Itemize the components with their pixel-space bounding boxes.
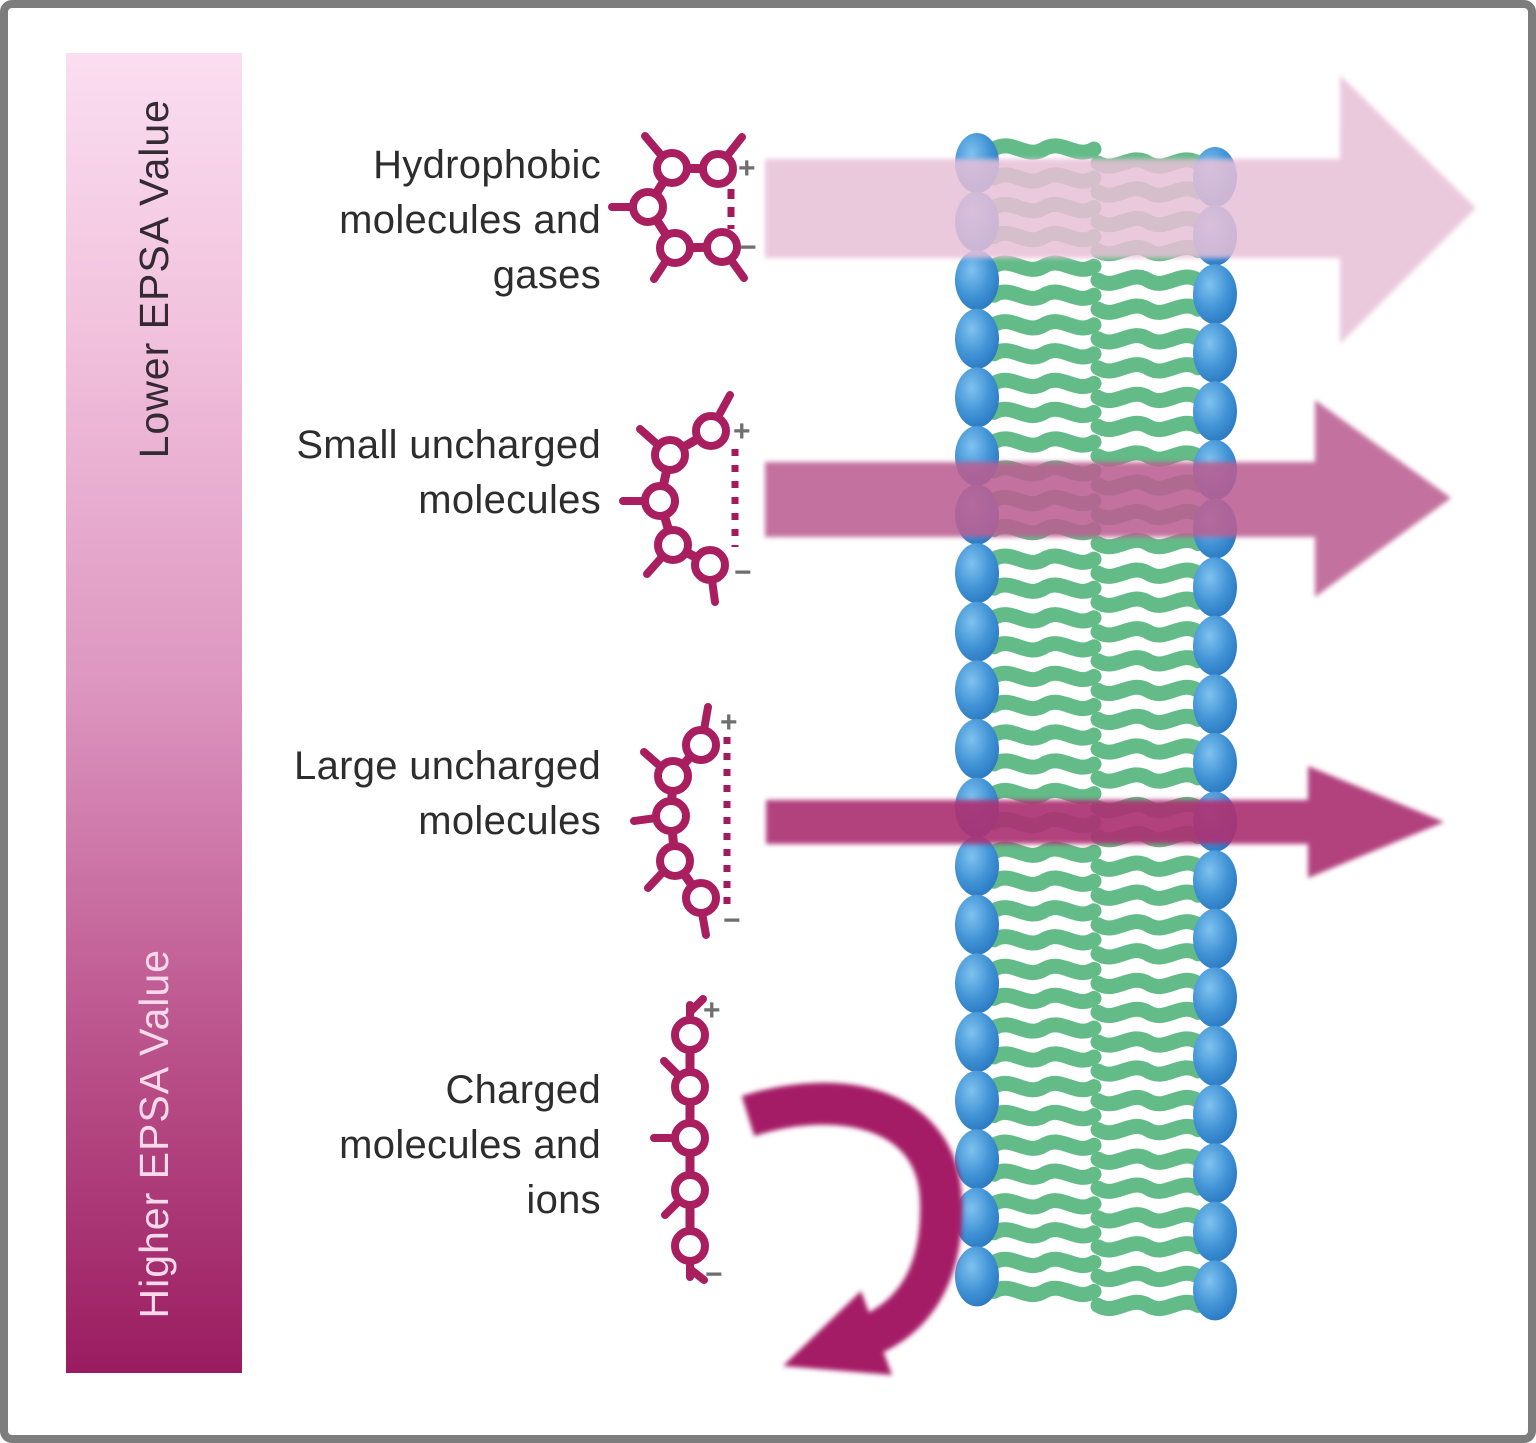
row-label-small-uncharged: Small uncharged molecules xyxy=(296,423,601,522)
molecule-hydrophobic-icon: + − xyxy=(608,132,757,283)
plus-sign: + xyxy=(733,415,751,448)
membrane-right-leaflet xyxy=(1098,147,1237,1320)
molecule-large-uncharged-icon: + − xyxy=(630,703,741,939)
minus-sign: − xyxy=(734,556,752,589)
membrane-bilayer xyxy=(955,133,1237,1320)
arrow-hydrophobic-permeation xyxy=(765,75,1476,344)
diagram-canvas: + − + − + − xyxy=(608,75,1476,1375)
molecule-small-uncharged-icon: + − xyxy=(619,391,752,606)
minus-sign: − xyxy=(705,1258,723,1291)
epsa-gradient-bar xyxy=(66,53,242,1373)
arrow-charged-blocked xyxy=(741,1082,963,1375)
plus-sign: + xyxy=(720,706,738,739)
row-label-hydrophobic: Hydrophobic molecules and gases xyxy=(339,143,601,297)
row-label-large-uncharged: Large uncharged molecules xyxy=(294,744,601,843)
molecule-charged-icon: + − xyxy=(650,994,723,1291)
membrane-left-leaflet xyxy=(955,133,1094,1306)
plus-sign: + xyxy=(703,994,721,1027)
arrow-small-uncharged-permeation xyxy=(765,400,1451,597)
arrow-large-uncharged-permeation xyxy=(766,766,1444,878)
row-label-charged: Charged molecules and ions xyxy=(339,1068,601,1222)
plus-sign: + xyxy=(738,152,756,185)
minus-sign: − xyxy=(739,231,757,264)
minus-sign: − xyxy=(723,904,741,937)
